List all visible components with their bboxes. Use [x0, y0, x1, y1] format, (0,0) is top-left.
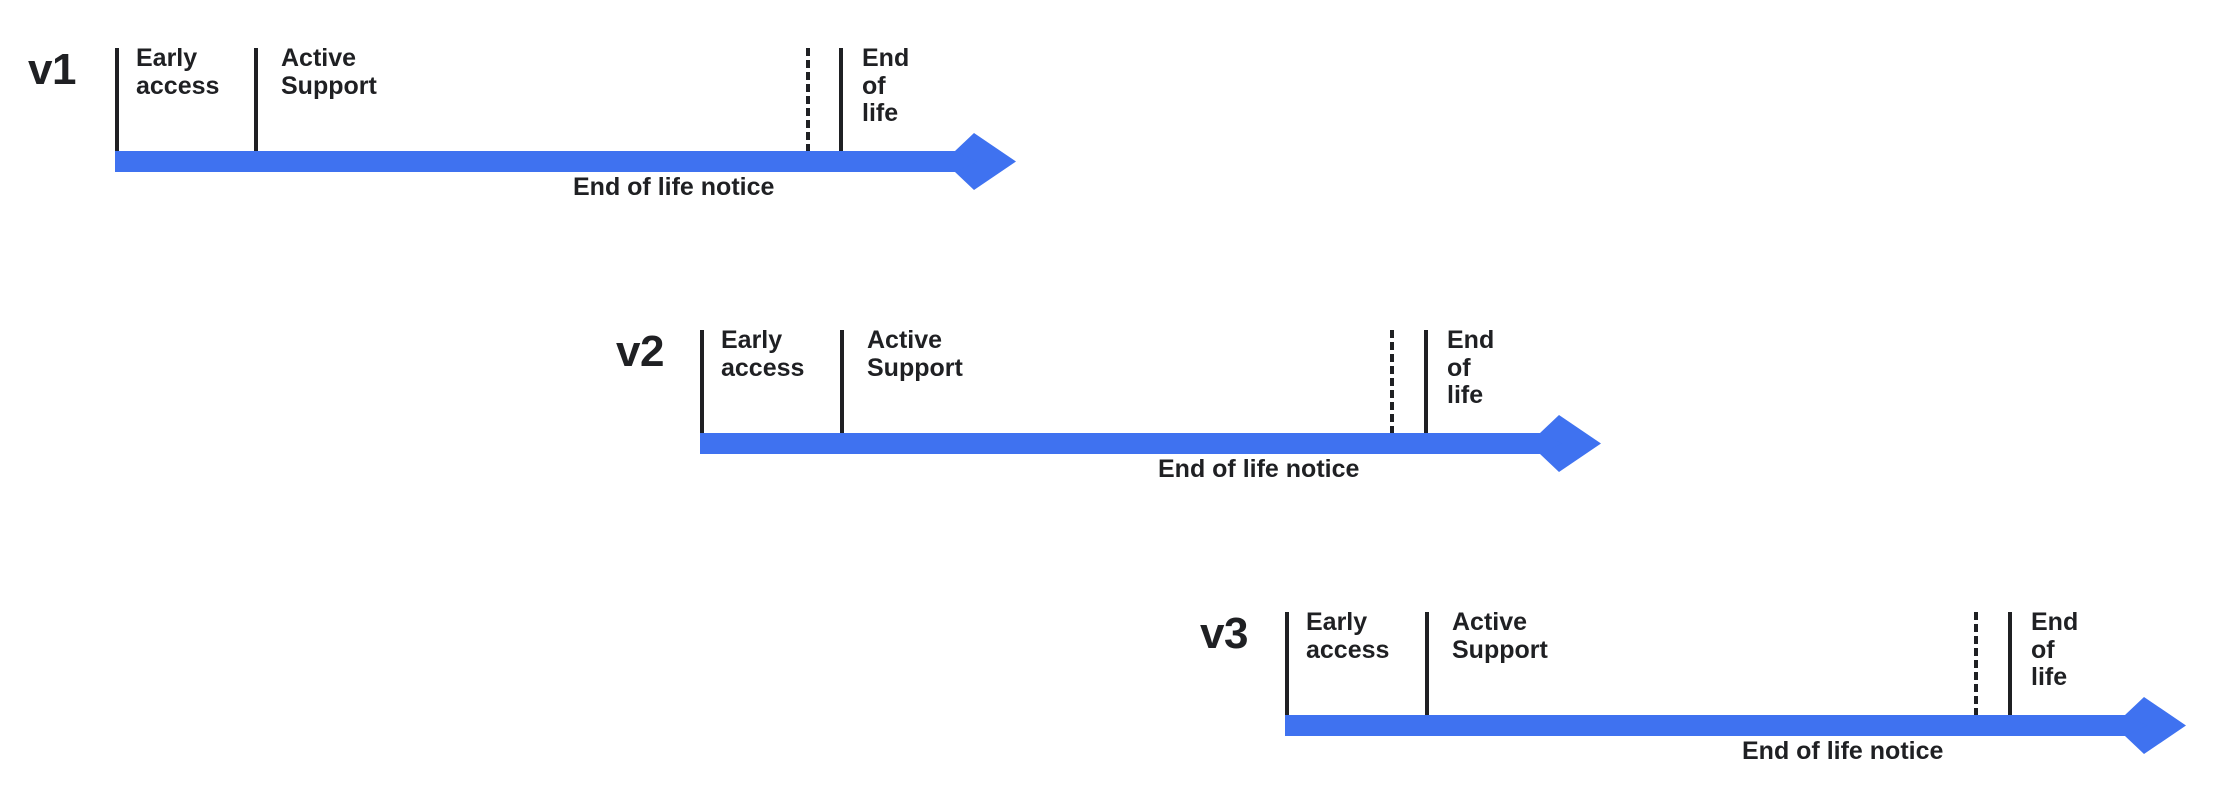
timeline-arrow-v3	[1285, 697, 2190, 775]
marker-active-support-start-v1	[254, 48, 258, 152]
phase-label-active-support-v1: Active Support	[281, 44, 377, 100]
version-label-v3: v3	[1200, 609, 1248, 658]
marker-end-of-life-start-v2	[1424, 330, 1428, 434]
notice-label-v2: End of life notice	[1158, 455, 1360, 483]
marker-early-access-start-v3	[1285, 612, 1289, 716]
phase-label-active-support-v3: Active Support	[1452, 608, 1548, 664]
marker-active-support-start-v2	[840, 330, 844, 434]
marker-early-access-start-v1	[115, 48, 119, 152]
marker-end-of-life-notice-v1	[806, 48, 810, 152]
version-label-v1: v1	[28, 45, 76, 94]
notice-label-v3: End of life notice	[1742, 737, 1944, 765]
marker-active-support-start-v3	[1425, 612, 1429, 716]
timeline-arrow-v2	[700, 415, 1605, 493]
phase-label-end-of-life-v1: End of life	[862, 44, 910, 127]
phase-label-end-of-life-v2: End of life	[1447, 326, 1495, 409]
phase-label-early-access-v1: Early access	[136, 44, 220, 100]
phase-label-early-access-v3: Early access	[1306, 608, 1390, 664]
marker-end-of-life-start-v3	[2008, 612, 2012, 716]
notice-label-v1: End of life notice	[573, 173, 775, 201]
marker-early-access-start-v2	[700, 330, 704, 434]
phase-label-active-support-v2: Active Support	[867, 326, 963, 382]
phase-label-early-access-v2: Early access	[721, 326, 805, 382]
phase-label-end-of-life-v3: End of life	[2031, 608, 2079, 691]
marker-end-of-life-notice-v2	[1390, 330, 1394, 434]
version-label-v2: v2	[616, 327, 664, 376]
timeline-arrow-v1	[115, 133, 1020, 211]
marker-end-of-life-notice-v3	[1974, 612, 1978, 716]
marker-end-of-life-start-v1	[839, 48, 843, 152]
